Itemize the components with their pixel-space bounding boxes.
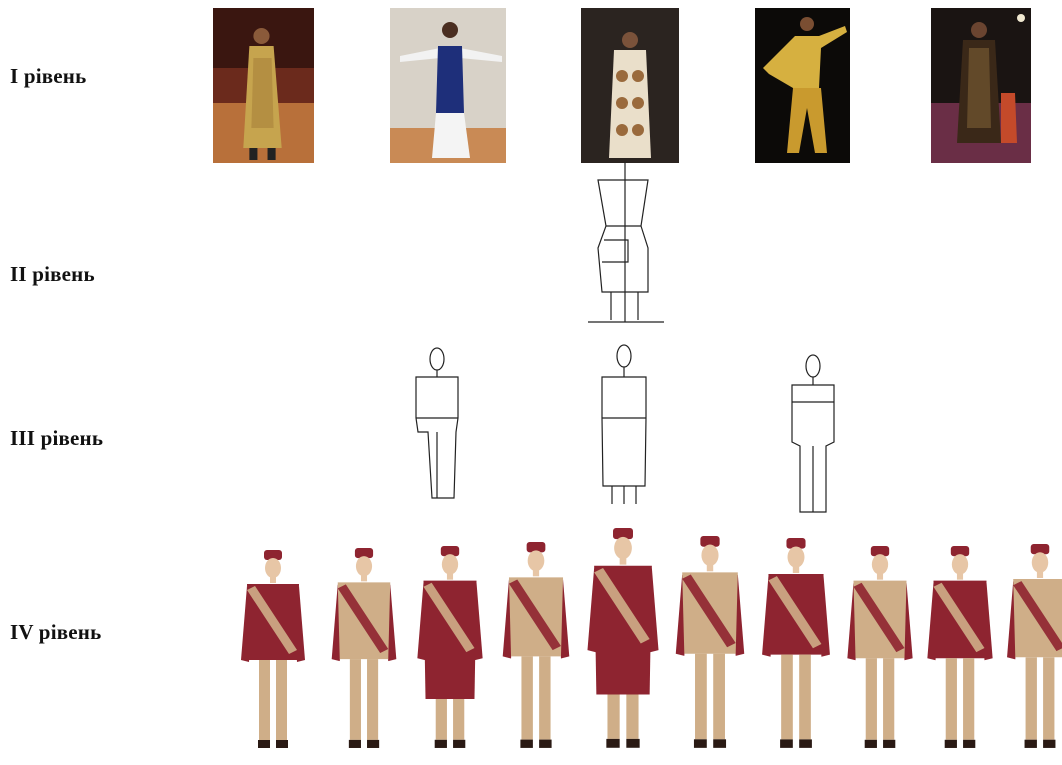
silhouette-sketch-1 <box>416 348 458 498</box>
costume-design-figure-2 <box>332 548 397 748</box>
costume-design-figure-4 <box>503 542 570 748</box>
silhouette-sketch-2 <box>602 345 646 504</box>
costume-design-figure-8 <box>847 546 912 748</box>
costume-design-figure-5 <box>587 528 658 748</box>
costume-design-figure-6 <box>676 536 744 748</box>
costume-design-figure-3 <box>417 546 482 748</box>
silhouette-sketch-3 <box>792 355 834 512</box>
costume-design-figure-7 <box>762 538 830 748</box>
construction-sketch-icon <box>588 162 664 322</box>
costume-design-figure-10 <box>1007 544 1062 748</box>
costume-design-figure-1 <box>241 550 305 748</box>
costume-design-figure-9 <box>927 546 992 748</box>
